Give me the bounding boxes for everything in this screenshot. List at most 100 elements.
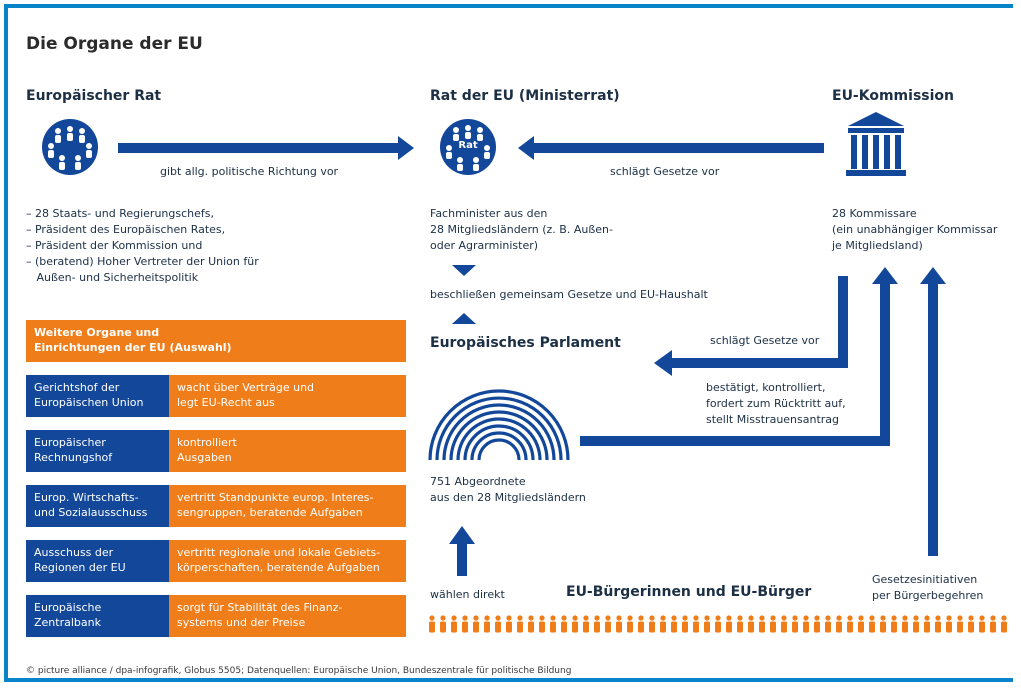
citizen-body <box>429 621 435 633</box>
citizen-head <box>869 615 875 621</box>
citizen-body <box>990 621 996 633</box>
citizen-head <box>539 615 545 621</box>
organ-row: Europ. Wirtschafts- und Sozialausschuss … <box>26 485 406 527</box>
citizen-body <box>781 621 787 633</box>
citizen-body <box>1001 621 1007 633</box>
heading-line: Einrichtungen der EU (Auswahl) <box>34 341 232 354</box>
organ-name: Europ. Wirtschafts- und Sozialausschuss <box>26 485 169 527</box>
citizen-body <box>836 621 842 633</box>
citizen-head <box>913 615 919 621</box>
commission-arrow-label: schlägt Gesetze vor <box>610 165 720 178</box>
citizen-head <box>946 615 952 621</box>
name-line: Gerichtshof der <box>34 381 120 394</box>
citizen-body <box>660 621 666 633</box>
citizen-body <box>693 621 699 633</box>
citizen-body <box>484 621 490 633</box>
european-council-icon <box>42 119 98 175</box>
member-line: je Mitgliedsland) <box>832 239 923 252</box>
name-line: Europäischer <box>34 436 106 449</box>
citizen-body <box>891 621 897 633</box>
control-line: fordert zum Rücktritt auf, <box>706 397 846 410</box>
citizen-body <box>847 621 853 633</box>
citizen-body <box>726 621 732 633</box>
initiative-label: Gesetzesinitiativen per Bürgerbegehren <box>872 572 983 604</box>
task-line: kontrolliert <box>177 436 237 449</box>
citizen-head <box>792 615 798 621</box>
citizen-body <box>594 621 600 633</box>
name-line: und Sozialausschuss <box>34 506 148 519</box>
citizen-head <box>561 615 567 621</box>
citizens-figures <box>429 615 1007 633</box>
triangle-up <box>452 313 476 324</box>
citizen-body <box>946 621 952 633</box>
parliament-control-label: bestätigt, kontrolliert, fordert zum Rüc… <box>706 380 846 428</box>
citizen-head <box>935 615 941 621</box>
citizen-body <box>737 621 743 633</box>
citizen-head <box>902 615 908 621</box>
citizen-head <box>803 615 809 621</box>
citizen-body <box>913 621 919 633</box>
initiative-line: per Bürgerbegehren <box>872 589 984 602</box>
citizen-head <box>451 615 457 621</box>
citizen-body <box>803 621 809 633</box>
credit-line: © picture alliance / dpa-infografik, Glo… <box>26 666 572 676</box>
member-line: – Präsident des Europäischen Rates, <box>26 223 226 236</box>
citizen-head <box>682 615 688 621</box>
citizen-body <box>880 621 886 633</box>
citizen-head <box>528 615 534 621</box>
member-line: (ein unabhängiger Kommissar <box>832 223 998 236</box>
citizen-head <box>891 615 897 621</box>
citizen-head <box>429 615 435 621</box>
commission-building-icon <box>846 112 906 176</box>
citizen-body <box>858 621 864 633</box>
citizen-head <box>649 615 655 621</box>
member-line: oder Agrarminister) <box>430 239 539 252</box>
citizen-body <box>550 621 556 633</box>
citizen-body <box>957 621 963 633</box>
organ-row: Europäische Zentralbank sorgt für Stabil… <box>26 595 406 637</box>
citizen-head <box>990 615 996 621</box>
citizen-head <box>715 615 721 621</box>
citizen-body <box>715 621 721 633</box>
citizen-body <box>968 621 974 633</box>
council-of-eu-heading: Rat der EU (Ministerrat) <box>430 88 620 104</box>
citizen-head <box>770 615 776 621</box>
european-council-heading: Europäischer Rat <box>26 88 162 104</box>
task-line: vertritt regionale und lokale Gebiets- <box>177 546 381 559</box>
citizen-body <box>869 621 875 633</box>
member-line: Fachminister aus den <box>430 207 548 220</box>
organ-name: Gerichtshof der Europäischen Union <box>26 375 169 417</box>
organ-name: Europäische Zentralbank <box>26 595 169 637</box>
citizen-head <box>1001 615 1007 621</box>
task-line: legt EU-Recht aus <box>177 396 275 409</box>
arrow-commission-to-parliament <box>654 276 848 376</box>
parliament-hemicycle-icon <box>428 389 570 461</box>
task-line: Ausgaben <box>177 451 232 464</box>
parliament-arrow-label: schlägt Gesetze vor <box>710 334 820 347</box>
citizen-body <box>495 621 501 633</box>
citizen-head <box>605 615 611 621</box>
council-of-eu-icon <box>440 119 496 175</box>
citizen-body <box>440 621 446 633</box>
citizen-body <box>671 621 677 633</box>
member-line: 28 Mitgliedsländern (z. B. Außen- <box>430 223 613 236</box>
citizen-head <box>473 615 479 621</box>
arrow-citizens-to-parliament <box>449 526 475 576</box>
citizen-head <box>704 615 710 621</box>
citizen-head <box>781 615 787 621</box>
citizen-head <box>858 615 864 621</box>
task-line: sorgt für Stabilität des Finanz- <box>177 601 343 614</box>
citizen-body <box>704 621 710 633</box>
citizen-body <box>649 621 655 633</box>
citizen-body <box>748 621 754 633</box>
arrow-parliament-to-commission <box>580 267 898 446</box>
citizen-body <box>902 621 908 633</box>
initiative-line: Gesetzesinitiativen <box>872 573 978 586</box>
organ-name: Ausschuss der Regionen der EU <box>26 540 169 582</box>
name-line: Europäischen Union <box>34 396 144 409</box>
citizen-body <box>979 621 985 633</box>
citizen-head <box>748 615 754 621</box>
citizen-body <box>770 621 776 633</box>
arrow-direction <box>118 136 414 160</box>
citizen-body <box>462 621 468 633</box>
